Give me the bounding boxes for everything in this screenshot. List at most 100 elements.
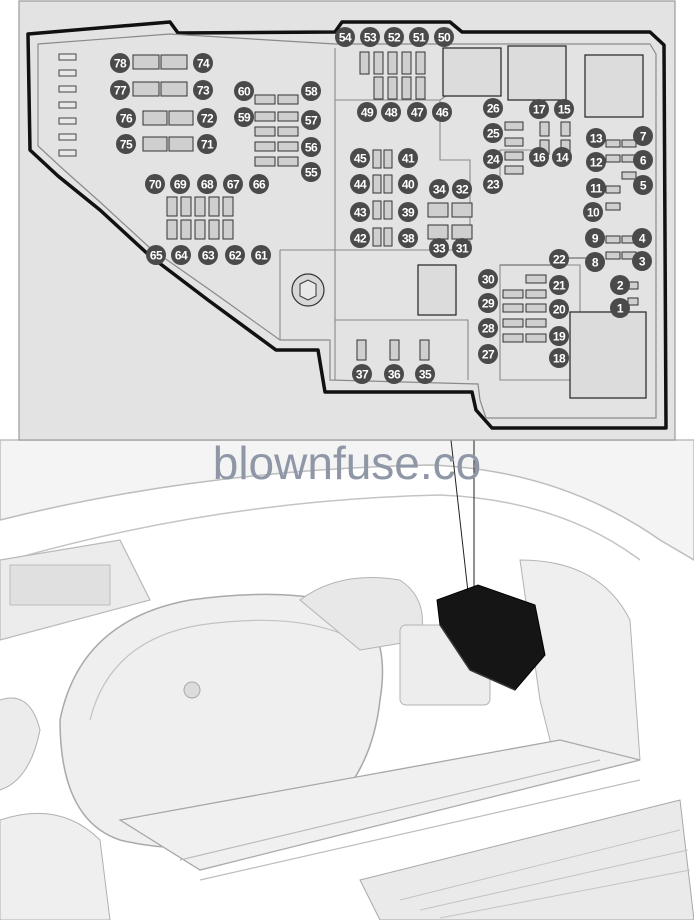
- fuse-badge-label: 65: [150, 249, 163, 263]
- fuse-badge-circle: [483, 174, 503, 194]
- mounting-screw: [291, 273, 325, 307]
- fuse-badge-41: 41: [398, 148, 418, 168]
- fuse-badge-circle: [251, 245, 271, 265]
- fuse-badge-63: 63: [198, 245, 218, 265]
- fuse-badge-label: 45: [354, 152, 367, 166]
- fuse-badge-circle: [223, 174, 243, 194]
- fuse-badge-circle: [350, 228, 370, 248]
- fuse-badge-label: 14: [556, 151, 569, 165]
- fuse-badge-label: 76: [120, 112, 133, 126]
- fuse-badge-circle: [585, 252, 605, 272]
- fuse-badge-circle: [554, 99, 574, 119]
- fuse-badge-circle: [384, 27, 404, 47]
- fuse-badge-circle: [585, 228, 605, 248]
- fuse-badge-label: 46: [436, 106, 449, 120]
- fuse-badge-label: 42: [354, 232, 367, 246]
- fuse-badge-label: 2: [617, 279, 624, 293]
- fuse-badge-circle: [301, 162, 321, 182]
- fuse-badge-78: 78: [110, 53, 130, 73]
- fuse-badge-66: 66: [249, 174, 269, 194]
- fuse-badge-4: 4: [632, 228, 652, 248]
- fuse-badge-label: 16: [533, 151, 546, 165]
- fuse-badge-24: 24: [483, 149, 503, 169]
- fuse-badge-circle: [171, 245, 191, 265]
- fuse-badge-label: 73: [197, 84, 210, 98]
- fuse-badge-77: 77: [110, 80, 130, 100]
- fuse-badge-73: 73: [193, 80, 213, 100]
- fuse-badge-label: 5: [640, 179, 647, 193]
- fuse-badge-61: 61: [251, 245, 271, 265]
- fuse-badge-58: 58: [301, 81, 321, 101]
- fuse-badge-33: 33: [429, 238, 449, 258]
- fuse-badge-39: 39: [398, 202, 418, 222]
- fuse-badge-34: 34: [429, 179, 449, 199]
- engine-cover: [59, 593, 384, 849]
- fuse-badge-13: 13: [586, 128, 606, 148]
- fuse-badge-27: 27: [478, 344, 498, 364]
- fuse-badge-circle: [116, 134, 136, 154]
- fuse-badge-label: 34: [433, 183, 446, 197]
- fuse-badge-circle: [415, 364, 435, 384]
- fuse-badge-circle: [146, 245, 166, 265]
- fuse-badge-9: 9: [585, 228, 605, 248]
- fuse-badge-26: 26: [483, 98, 503, 118]
- fuse-badge-circle: [429, 179, 449, 199]
- fuse-badge-circle: [225, 245, 245, 265]
- fuse-badge-circle: [583, 202, 603, 222]
- fuse-badge-51: 51: [409, 27, 429, 47]
- fuse-badge-label: 50: [438, 31, 451, 45]
- fuse-badge-67: 67: [223, 174, 243, 194]
- fuse-badge-circle: [110, 53, 130, 73]
- fuse-badge-55: 55: [301, 162, 321, 182]
- fuse-badge-circle: [381, 102, 401, 122]
- fuse-badge-label: 25: [487, 127, 500, 141]
- fuse-badge-59: 59: [234, 107, 254, 127]
- fuse-badge-label: 32: [456, 183, 469, 197]
- fuse-badge-15: 15: [554, 99, 574, 119]
- fuse-badge-22: 22: [549, 249, 569, 269]
- fuse-badge-label: 68: [201, 178, 214, 192]
- fuse-badge-16: 16: [529, 147, 549, 167]
- fuse-badge-label: 21: [553, 279, 566, 293]
- fuse-badge-circle: [193, 80, 213, 100]
- fuse-badge-57: 57: [301, 110, 321, 130]
- fuse-badge-label: 48: [385, 106, 398, 120]
- fuse-badge-65: 65: [146, 245, 166, 265]
- fuse-badge-48: 48: [381, 102, 401, 122]
- fuse-badge-circle: [432, 102, 452, 122]
- fuse-badge-circle: [452, 238, 472, 258]
- fuse-badge-10: 10: [583, 202, 603, 222]
- fuse-badge-label: 56: [305, 141, 318, 155]
- fuse-number-badges: 1234567891011121314151617181920212223242…: [110, 27, 653, 384]
- fuse-badge-circle: [398, 228, 418, 248]
- fuse-badge-circle: [234, 107, 254, 127]
- fuse-badge-50: 50: [434, 27, 454, 47]
- fuse-badge-circle: [301, 137, 321, 157]
- fuse-badge-circle: [633, 126, 653, 146]
- fuse-badge-circle: [586, 178, 606, 198]
- fuse-badge-circle: [350, 174, 370, 194]
- fuse-badge-76: 76: [116, 108, 136, 128]
- fuse-badge-circle: [360, 27, 380, 47]
- fuse-badge-2: 2: [610, 275, 630, 295]
- fuse-badge-56: 56: [301, 137, 321, 157]
- fuse-badge-label: 59: [238, 111, 251, 125]
- fuse-badge-18: 18: [549, 348, 569, 368]
- fuse-badge-71: 71: [197, 134, 217, 154]
- fuse-badge-circle: [197, 174, 217, 194]
- fuse-slots: [132, 51, 639, 361]
- fuse-badge-label: 62: [229, 249, 242, 263]
- fuse-badge-circle: [384, 364, 404, 384]
- fuse-badge-label: 41: [402, 152, 415, 166]
- fuse-badge-label: 40: [402, 178, 415, 192]
- watermark: blownfuse.co: [212, 437, 482, 489]
- fuse-badge-circle: [549, 348, 569, 368]
- fuse-badge-circle: [193, 53, 213, 73]
- engine-bay-drawing: [0, 439, 694, 920]
- fuse-badge-circle: [586, 152, 606, 172]
- fuse-badge-label: 43: [354, 206, 367, 220]
- fuse-badge-60: 60: [234, 81, 254, 101]
- fuse-badge-circle: [429, 238, 449, 258]
- fuse-badge-circle: [633, 150, 653, 170]
- fuse-badge-label: 47: [411, 106, 424, 120]
